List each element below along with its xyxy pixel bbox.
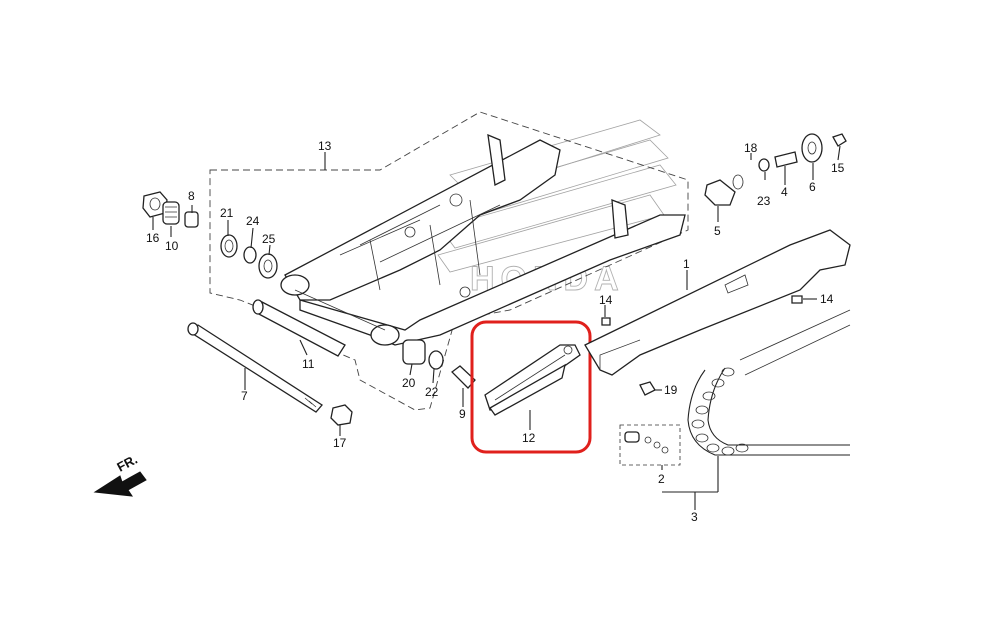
callout-12: 12 bbox=[522, 431, 536, 445]
callout-21: 21 bbox=[220, 206, 234, 220]
callout-10: 10 bbox=[165, 239, 179, 253]
callout-3: 3 bbox=[691, 510, 698, 524]
callout-4: 4 bbox=[781, 185, 788, 199]
callout-7: 7 bbox=[241, 389, 248, 403]
chain-links bbox=[691, 367, 749, 456]
pivot-collar-pipe bbox=[252, 299, 346, 357]
callout-11: 11 bbox=[302, 357, 315, 371]
chain-case-bolt bbox=[639, 381, 656, 396]
pivot-bolt bbox=[187, 322, 323, 413]
highlight-box-chain-slider bbox=[470, 320, 592, 454]
chain-master-link bbox=[619, 424, 681, 466]
chain-case-screws bbox=[601, 295, 803, 326]
front-direction-label: FR. bbox=[114, 452, 140, 475]
callout-6: 6 bbox=[809, 180, 816, 194]
drive-chain bbox=[687, 309, 851, 456]
callout-24: 24 bbox=[246, 214, 260, 228]
callout-18: 18 bbox=[744, 141, 758, 155]
front-direction-arrow: FR. bbox=[93, 452, 147, 497]
chain-adjuster bbox=[704, 133, 847, 206]
callout-9: 9 bbox=[459, 407, 466, 421]
callout-14-right: 14 bbox=[820, 292, 834, 306]
callout-15: 15 bbox=[831, 161, 845, 175]
callout-16: 16 bbox=[146, 231, 160, 245]
callout-17: 17 bbox=[333, 436, 347, 450]
chain-slider bbox=[484, 344, 581, 416]
callout-13: 13 bbox=[318, 139, 332, 153]
callout-14-left: 14 bbox=[599, 293, 613, 307]
swingarm-group-outline bbox=[209, 111, 689, 411]
pin bbox=[451, 365, 476, 389]
callout-22: 22 bbox=[425, 385, 439, 399]
chain-case bbox=[584, 229, 851, 376]
callout-1: 1 bbox=[683, 257, 690, 271]
callout-2: 2 bbox=[658, 472, 665, 486]
callout-numbers: 13 8 16 10 21 24 25 11 7 17 20 22 9 12 1… bbox=[146, 139, 845, 524]
bushing-right bbox=[402, 339, 444, 370]
pivot-hardware-left bbox=[142, 191, 199, 228]
callout-19: 19 bbox=[664, 383, 678, 397]
callout-8: 8 bbox=[188, 189, 195, 203]
leader-lines bbox=[152, 145, 841, 510]
master-link-group-outline bbox=[619, 424, 681, 466]
swingarm bbox=[280, 133, 686, 346]
callout-5: 5 bbox=[714, 224, 721, 238]
bearing-set-left bbox=[220, 234, 278, 279]
callout-23: 23 bbox=[757, 194, 771, 208]
pivot-nut bbox=[330, 404, 353, 426]
callout-20: 20 bbox=[402, 376, 416, 390]
callout-25: 25 bbox=[262, 232, 276, 246]
